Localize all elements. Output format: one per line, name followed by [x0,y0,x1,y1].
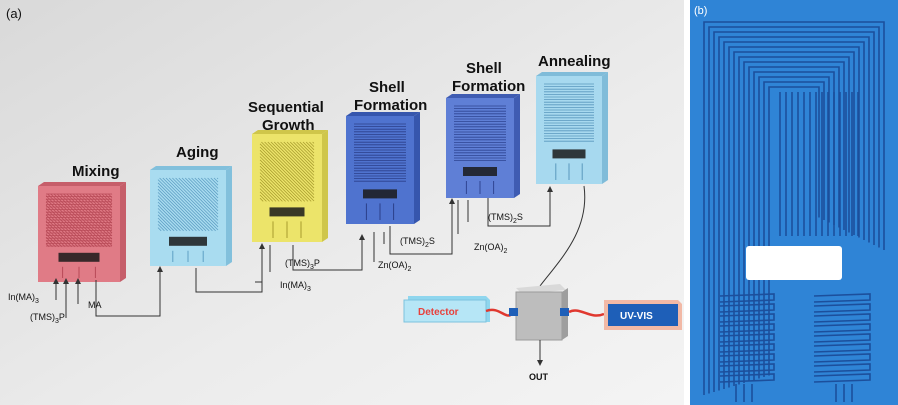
stage-title-sequential: Sequential [248,99,324,116]
reagent-zn-oa-shell2: Zn(OA)2 [474,242,508,255]
stage-title-shell-2: Shell [466,60,502,77]
chip-aging [150,166,232,266]
panel-b-label: (b) [694,5,707,17]
fiber-uvvis [568,309,605,317]
chip-sequential-growth [252,130,328,242]
stage-title-formation-2: Formation [452,78,525,95]
chip-shell-formation-2 [446,94,520,198]
flow-arrowheads [53,186,553,284]
chip-shell-formation-1 [346,112,420,224]
stage-title-mixing: Mixing [72,163,120,180]
reagent-tms-p-seq: (TMS)3P [285,258,320,271]
reagent-ma: MA [88,300,102,310]
reagent-tms-p-mixing: (TMS)3P [30,312,65,325]
detector-label: Detector [418,307,459,318]
uvvis-label: UV-VIS [620,311,653,322]
reagent-in-ma-mixing: In(MA)3 [8,292,39,305]
flow-shell1-to-shell2 [389,200,453,255]
detector-box: Detector [403,296,490,323]
panel-b-chip-photo: (b) [690,0,898,405]
reagent-in-ma-seq: In(MA)3 [280,280,311,293]
stage-title-growth: Growth [262,117,315,134]
flow-aging-to-seq [195,245,263,293]
panel-a-diagram: (a) Mixing Aging Sequential Growth Shell… [0,0,684,405]
stage-title-formation-1: Formation [354,97,427,114]
reagent-tms-s-shell1: (TMS)2S [400,236,435,249]
serpentine-channels [703,21,885,402]
flow-mixing-to-aging [95,268,161,317]
stage-title-shell-1: Shell [369,79,405,96]
chip-annealing [536,72,608,184]
flow-cell [509,284,569,341]
flow-anneal-to-cell [539,185,586,287]
chip-mixing [38,182,126,282]
panel-a-label: (a) [6,6,22,21]
uvvis-box: UV-VIS [604,300,682,330]
reagent-zn-oa-shell1: Zn(OA)2 [378,260,412,273]
flow-shell2-to-anneal [487,188,551,227]
flow-seq-to-shell1 [292,236,363,271]
stage-title-aging: Aging [176,144,219,161]
out-label: OUT [529,372,549,382]
reagent-tms-s-shell2: (TMS)2S [488,212,523,225]
stage-title-annealing: Annealing [538,53,611,70]
detection-chamber [746,246,842,280]
out-arrow [537,360,543,366]
